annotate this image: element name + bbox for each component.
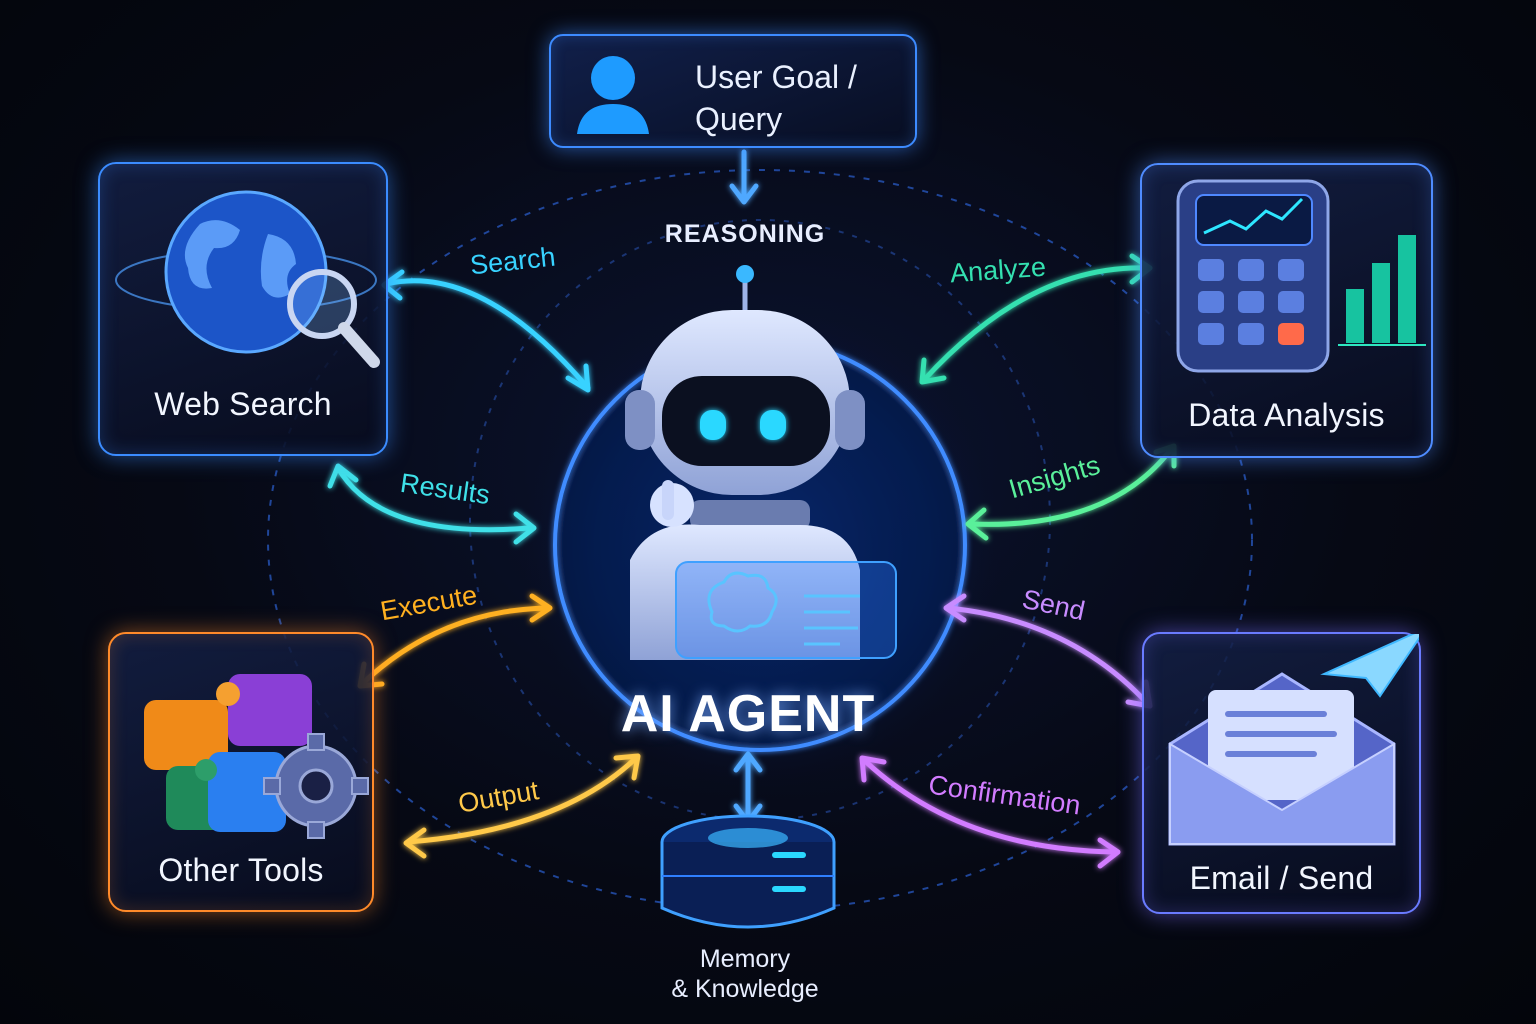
database-icon — [662, 816, 834, 927]
data-analysis-card[interactable]: Data Analysis — [1140, 163, 1433, 458]
memory-line2: & Knowledge — [630, 974, 860, 1004]
ai-agent-title: AI AGENT — [548, 684, 948, 744]
memory-line1: Memory — [630, 944, 860, 974]
email-send-label: Email / Send — [1144, 860, 1419, 897]
globe-magnifier-icon — [100, 164, 386, 384]
user-goal-line1: User Goal / — [695, 56, 905, 98]
user-icon — [551, 36, 671, 146]
other-tools-label: Other Tools — [110, 852, 372, 889]
user-goal-box[interactable]: User Goal / Query — [549, 34, 917, 148]
web-search-card[interactable]: Web Search — [98, 162, 388, 456]
memory-knowledge-label: Memory & Knowledge — [630, 944, 860, 1004]
puzzle-gear-icon — [110, 634, 372, 844]
data-analysis-label: Data Analysis — [1142, 397, 1431, 434]
reasoning-header: REASONING — [600, 220, 890, 249]
web-search-label: Web Search — [100, 386, 386, 423]
calculator-chart-icon — [1142, 165, 1431, 385]
search-arrow — [386, 281, 588, 388]
other-tools-card[interactable]: Other Tools — [108, 632, 374, 912]
envelope-paper-plane-icon — [1144, 634, 1419, 854]
user-goal-line2: Query — [695, 98, 905, 140]
email-send-card[interactable]: Email / Send — [1142, 632, 1421, 914]
